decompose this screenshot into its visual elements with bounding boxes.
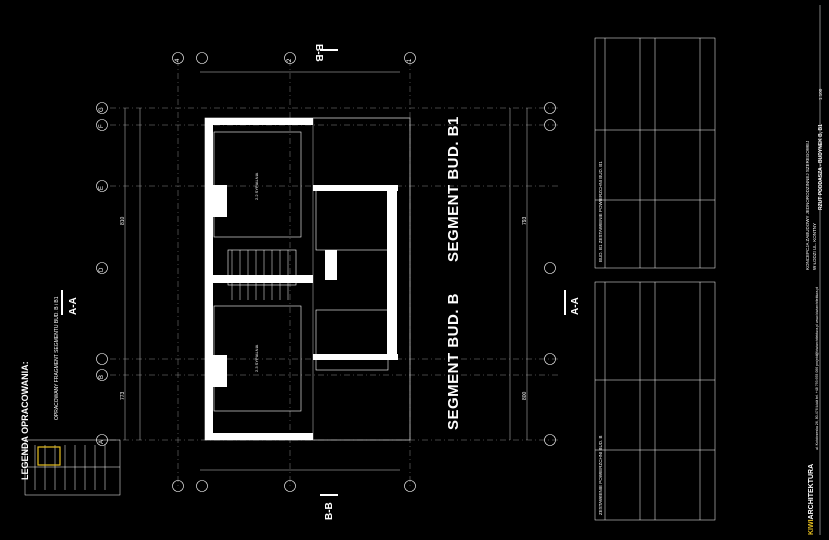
dim-label: 810	[120, 216, 126, 225]
dim-label: 793	[522, 216, 528, 225]
legend-title: LEGENDA OPRACOWANIA:	[20, 361, 30, 480]
segment-b-label: SEGMENT BUD. B	[445, 292, 462, 430]
section-aa-right: A-A	[570, 297, 581, 315]
axis-label-a: A	[99, 439, 105, 444]
legend-item-label: OPRACOWANY FRAGMENT SEGMENTU BUD. B i B1	[54, 296, 60, 420]
axis-label-f: F	[99, 124, 105, 128]
table-b-title: ZESTAWIENIE POWIERZCHNI BUD. B	[598, 435, 603, 515]
section-markers	[61, 49, 566, 496]
axis-label-4: 4	[175, 58, 181, 62]
legend-thumbnail	[24, 439, 121, 496]
area-tables	[594, 37, 716, 521]
dim-label: 773	[120, 391, 126, 400]
firm-logo-kiwi: KIWI	[808, 519, 815, 535]
axis-label-b: B	[99, 374, 105, 379]
dimension-lines	[124, 71, 528, 471]
axis-label-g: G	[99, 107, 105, 112]
project-title: KONCEPCJA ZABUDOWY JEDNORODZINNEJ SZEREG…	[805, 140, 810, 270]
room-label: 2.2 SYPIALNIA	[254, 172, 259, 200]
section-aa-left: A-A	[68, 297, 79, 315]
table-b1-title: BUD. B1 ZESTAWIENIE POWIERZCHNI BUD. B1	[598, 161, 603, 262]
walls	[205, 118, 398, 440]
axis-label-d: D	[99, 267, 105, 272]
section-bb-bottom: B-B	[324, 502, 335, 520]
axis-label-2: 2	[287, 58, 293, 62]
axis-label-e: E	[99, 185, 105, 190]
staircase	[231, 250, 289, 300]
drawing-scale: 1:100	[818, 88, 823, 100]
project-location: W ŁODZI UL. KONTNY	[812, 222, 817, 270]
firm-address: ul. Kołobrzeska 26, 80-476 Łódź tel. +48…	[815, 286, 819, 450]
room-label: 2.3 SYPIALNIA	[254, 344, 259, 372]
drawing-title: RZUT PODDASZA - BUDYNEK B, B1	[818, 124, 824, 210]
firm-logo: KIWIARCHITEKTURA	[808, 464, 815, 535]
dim-label: 800	[522, 391, 528, 400]
axis-label-1: 1	[407, 58, 413, 62]
segment-b1-label: SEGMENT BUD. B1	[445, 116, 462, 262]
firm-logo-rest: ARCHITEKTURA	[808, 463, 815, 520]
section-bb-top: B-B	[313, 44, 324, 62]
